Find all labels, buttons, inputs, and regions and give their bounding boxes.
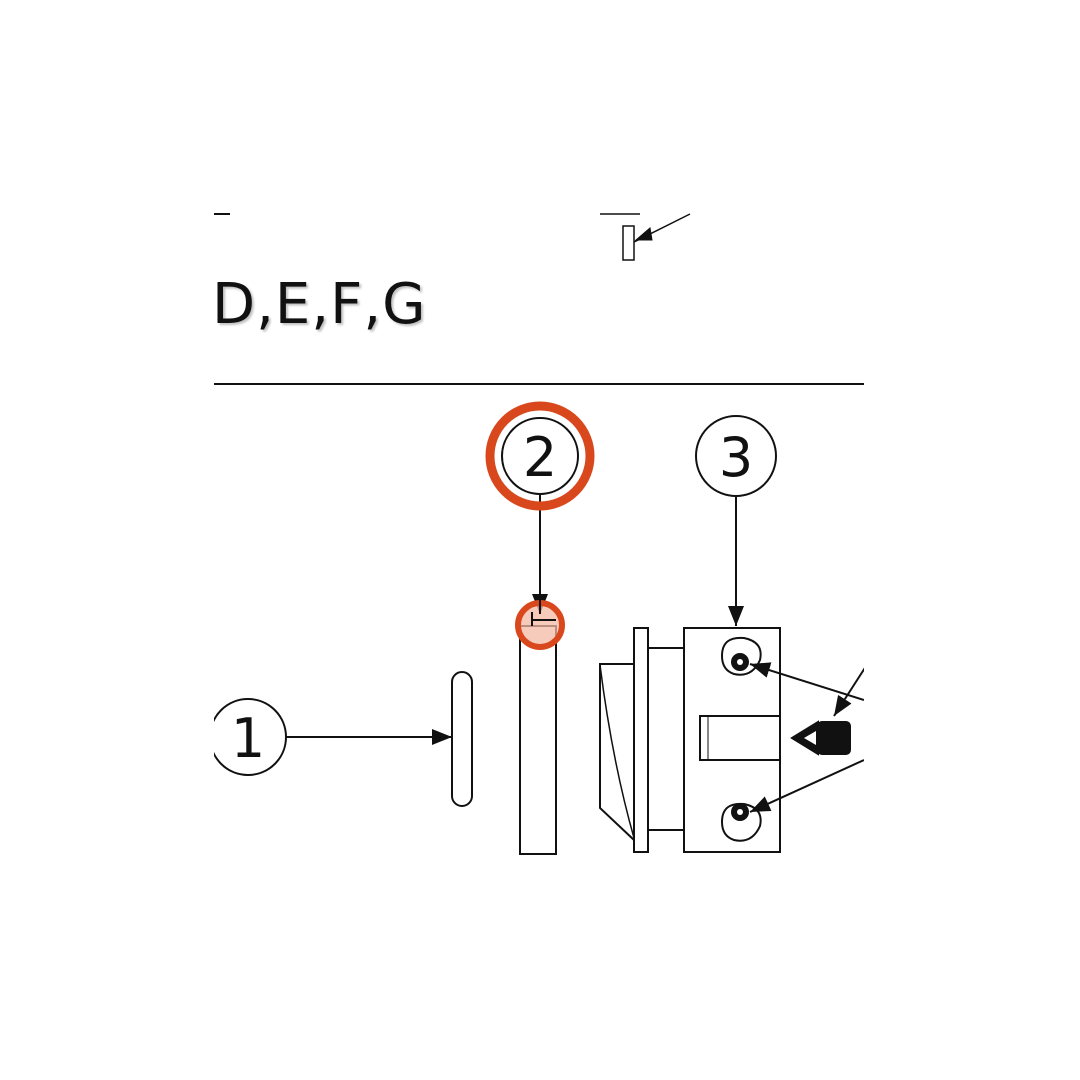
variant-codes-label: D,E,F,G xyxy=(212,272,427,337)
callout-1 xyxy=(214,698,452,776)
callout-2 xyxy=(501,417,579,614)
part-1-gasket xyxy=(451,671,473,807)
callout-1-label: 1 xyxy=(231,707,265,770)
callout-2-highlight-ring xyxy=(485,401,595,511)
part-2-ring xyxy=(519,625,557,855)
part-3-detail-leaders xyxy=(749,662,864,813)
callout-2-label: 2 xyxy=(523,426,557,489)
callout-3 xyxy=(695,415,777,626)
part-3-housing xyxy=(599,627,851,853)
part-2-tab-overlay xyxy=(531,600,556,626)
callout-3-label: 3 xyxy=(719,426,753,489)
top-edge-fragments xyxy=(214,213,691,261)
